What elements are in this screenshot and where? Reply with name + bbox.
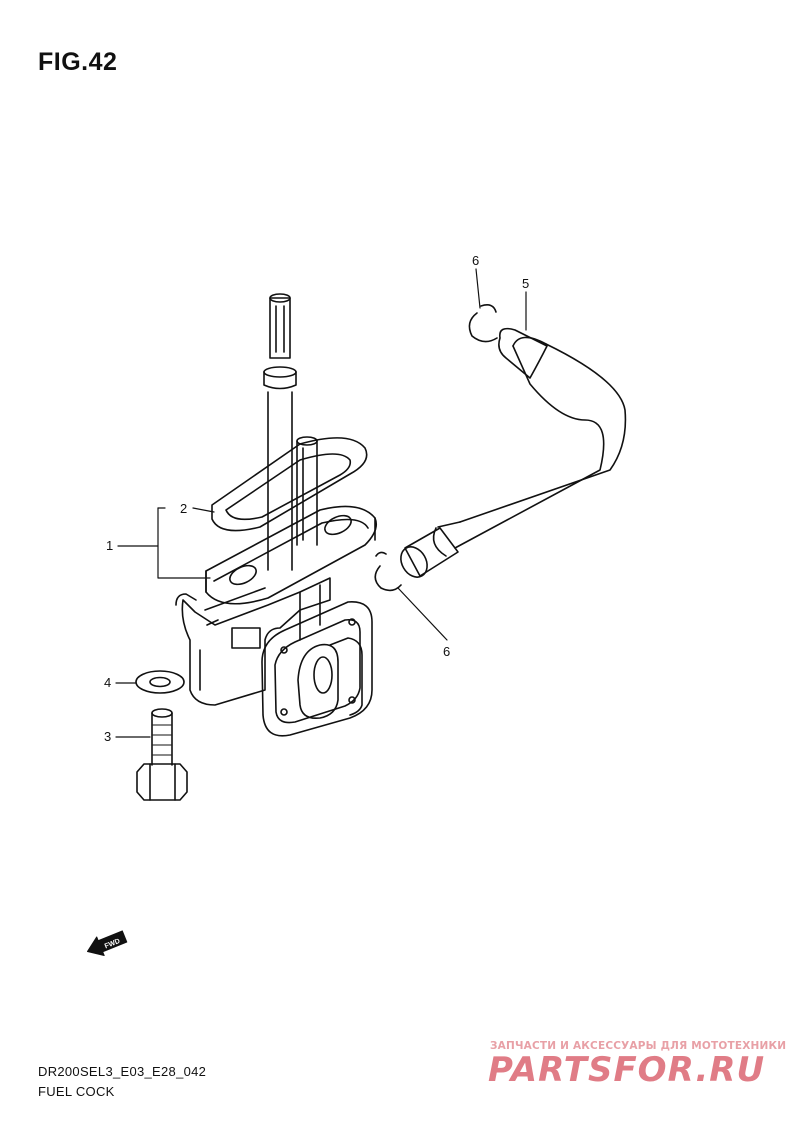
fuel-cock-body[interactable] <box>175 577 331 706</box>
leader-lines <box>115 268 527 738</box>
watermark-tagline: ЗАПЧАСТИ И АКСЕССУАРЫ ДЛЯ МОТОТЕХНИКИ <box>490 1040 787 1052</box>
forward-direction-icon: FWD <box>86 930 128 957</box>
mounting-flange <box>205 505 378 605</box>
footer-part-group: FUEL COCK <box>38 1084 115 1099</box>
footer-model-code: DR200SEL3_E03_E28_042 <box>38 1064 207 1079</box>
gasket[interactable] <box>211 437 368 532</box>
fuel-hose[interactable] <box>396 327 627 582</box>
filter-standpipe[interactable] <box>263 293 297 571</box>
washer[interactable] <box>135 670 185 694</box>
mounting-bolt[interactable] <box>136 708 188 801</box>
fuel-cock-lever[interactable] <box>261 601 373 737</box>
figure-title: FIG.42 <box>38 48 118 76</box>
callout-4: 4 <box>104 675 111 690</box>
callout-5: 5 <box>522 276 529 291</box>
watermark-logo: PARTSFOR.RU <box>488 1050 766 1090</box>
callout-1: 1 <box>106 538 113 553</box>
callout-6-lower: 6 <box>443 644 450 659</box>
callout-2: 2 <box>180 501 187 516</box>
hose-clip-upper[interactable] <box>468 304 498 343</box>
callout-3: 3 <box>104 729 111 744</box>
callout-6-upper: 6 <box>472 253 479 268</box>
reserve-pipe <box>296 436 318 546</box>
hose-clip-lower[interactable] <box>374 551 402 592</box>
